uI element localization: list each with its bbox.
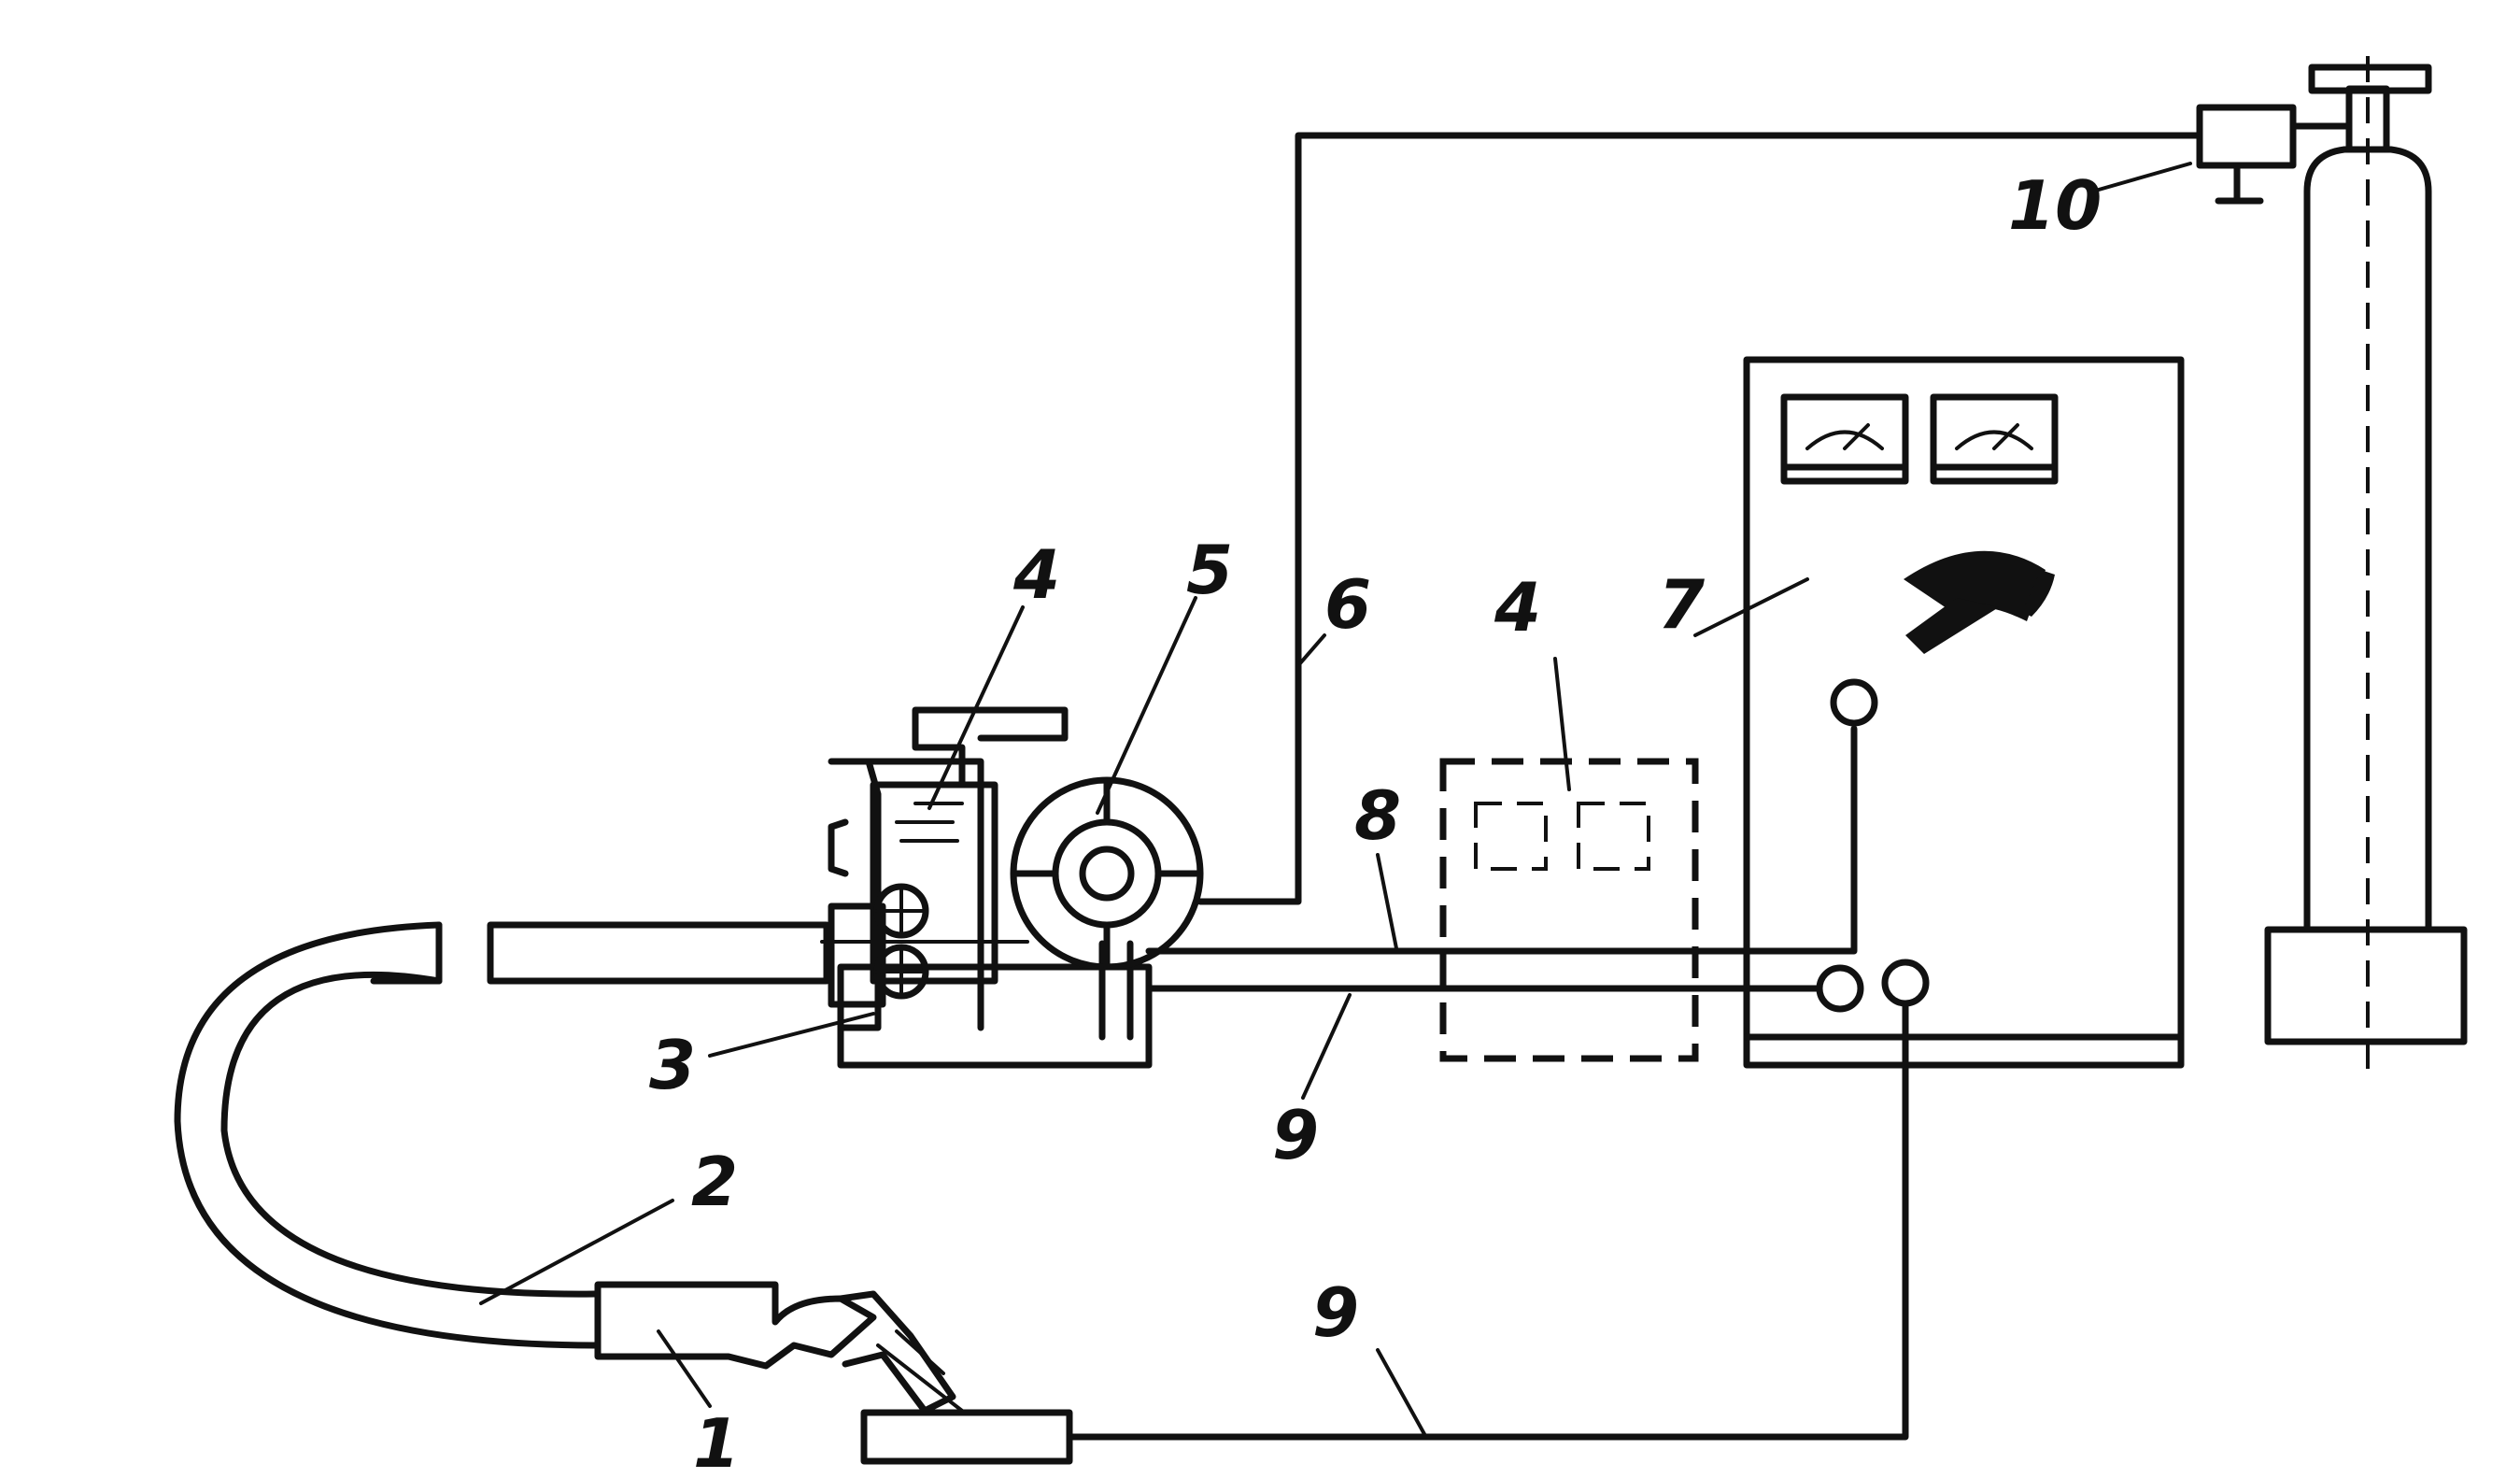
- wire-spool: [1010, 776, 1204, 971]
- power-source: [1743, 356, 2185, 1069]
- label-control-box-left: 4: [1012, 535, 1060, 614]
- label-power-source: 7: [1658, 565, 1705, 644]
- label-wire-spool: 5: [1186, 531, 1233, 609]
- workpiece: [860, 1409, 1073, 1465]
- label-gas-line: 6: [1324, 565, 1371, 644]
- label-control-cable: 8: [1354, 776, 1401, 855]
- torch: [594, 1281, 964, 1414]
- hose: [174, 921, 830, 1349]
- gas-reducer: [2196, 104, 2297, 205]
- label-gas-reducer: 10: [2008, 166, 2102, 245]
- label-hose: 2: [691, 1143, 738, 1221]
- cables: [1066, 678, 1930, 1441]
- control-box: [1439, 758, 1699, 1062]
- gas-cylinder: [2264, 56, 2468, 1074]
- leader-lines: [479, 162, 2192, 1436]
- label-torch: 1: [693, 1404, 740, 1478]
- feed-mechanism: [820, 706, 1153, 1069]
- gas-line: [1196, 132, 2203, 905]
- label-welding-cable-upper: 9: [1272, 1096, 1319, 1174]
- labels: 1 2 3 4 5 6 4 7 8 9 9 10: [649, 166, 2102, 1478]
- label-welding-cable-lower: 9: [1312, 1273, 1359, 1352]
- label-feed-mechanism: 3: [649, 1026, 696, 1104]
- label-control-box-right: 4: [1494, 568, 1541, 647]
